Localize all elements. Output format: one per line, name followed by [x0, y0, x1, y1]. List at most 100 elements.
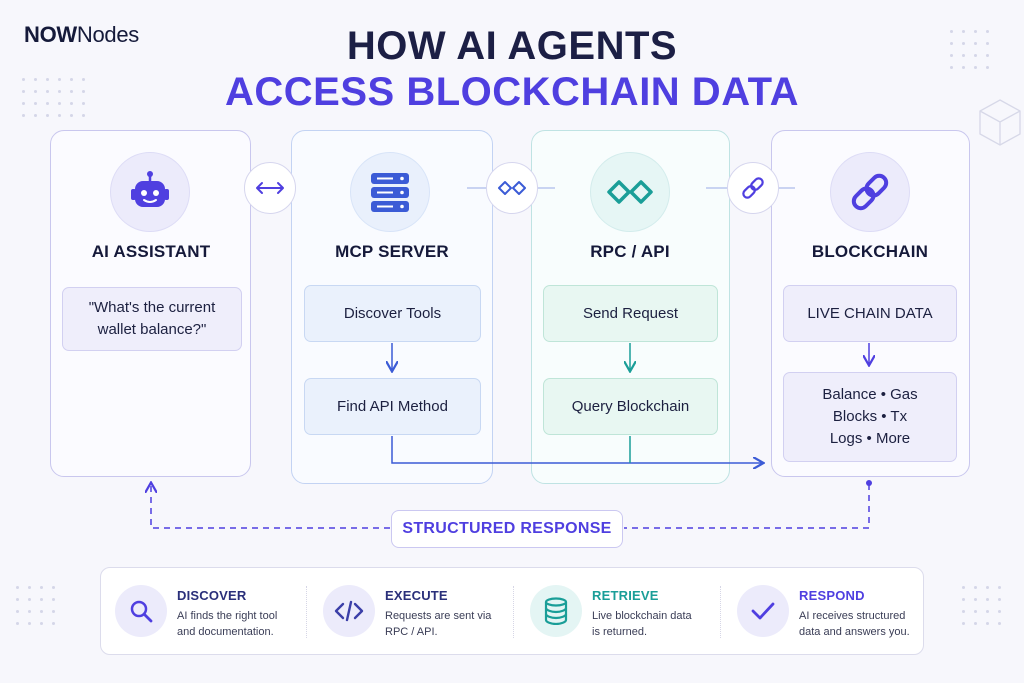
decorative-dot: [82, 78, 85, 81]
diamonds-icon: [590, 152, 670, 232]
decorative-dot: [70, 78, 73, 81]
decorative-dot: [28, 610, 31, 613]
decorative-dot: [58, 102, 61, 105]
decorative-dot: [962, 610, 965, 613]
decorative-dot: [70, 114, 73, 117]
decorative-dot: [974, 610, 977, 613]
column-title-blockchain: BLOCKCHAIN: [811, 242, 929, 261]
column-title-rpc-api: RPC / API: [590, 242, 670, 261]
magnifier-icon: [115, 585, 167, 637]
chain-link-icon: [830, 152, 910, 232]
decorative-dot: [986, 54, 989, 57]
connector-chain-link-icon: [727, 162, 779, 214]
decorative-dot: [962, 598, 965, 601]
decorative-dot: [974, 622, 977, 625]
decorative-dot: [962, 586, 965, 589]
find-api-method-text: Find API Method: [337, 397, 448, 415]
decorative-dot: [998, 586, 1001, 589]
page-title-line1: HOW AI AGENTS: [346, 24, 678, 68]
query-blockchain-box: Query Blockchain: [543, 378, 718, 435]
decorative-dot: [986, 66, 989, 69]
decorative-dot: [962, 622, 965, 625]
step-discover-title: DISCOVER: [177, 588, 247, 603]
decorative-dot: [58, 78, 61, 81]
decorative-dot: [22, 78, 25, 81]
chain-data-line-3: Logs • More: [829, 430, 911, 447]
step-respond-desc: AI receives structured data and answers y…: [799, 608, 939, 640]
database-icon: [530, 585, 582, 637]
decorative-dot: [974, 54, 977, 57]
decorative-dot: [962, 30, 965, 33]
decorative-dot: [52, 610, 55, 613]
query-blockchain-text: Query Blockchain: [571, 397, 690, 415]
decorative-dots-bottom-left: [16, 586, 55, 625]
step-divider: [306, 586, 307, 638]
decorative-dot: [998, 610, 1001, 613]
step-divider: [513, 586, 514, 638]
checkmark-icon: [737, 585, 789, 637]
decorative-dot: [70, 102, 73, 105]
step-execute-desc-2: RPC / API.: [385, 626, 438, 638]
decorative-dot: [34, 102, 37, 105]
decorative-dot: [950, 66, 953, 69]
page-title-line2: ACCESS BLOCKCHAIN DATA: [225, 70, 799, 114]
decorative-dot: [22, 102, 25, 105]
decorative-dot: [950, 30, 953, 33]
column-title-ai-assistant: AI ASSISTANT: [91, 242, 211, 261]
discover-tools-text: Discover Tools: [343, 304, 442, 322]
decorative-dot: [28, 586, 31, 589]
decorative-dot: [82, 114, 85, 117]
connector-diamonds-icon: [486, 162, 538, 214]
decorative-dot: [974, 66, 977, 69]
decorative-dot: [28, 598, 31, 601]
decorative-dot: [998, 598, 1001, 601]
decorative-dot: [962, 42, 965, 45]
decorative-dot: [986, 586, 989, 589]
chain-data-types-box: Balance • Gas Blocks • Tx Logs • More: [783, 372, 957, 462]
decorative-dot: [34, 90, 37, 93]
decorative-dot: [974, 30, 977, 33]
user-question-box: "What's the current wallet balance?": [62, 287, 242, 351]
user-question-text: "What's the current wallet balance?": [88, 299, 216, 338]
step-discover-desc-1: AI finds the right tool: [177, 610, 278, 622]
step-divider: [720, 586, 721, 638]
server-icon: [350, 152, 430, 232]
decorative-dots-bottom-right: [962, 586, 1001, 625]
decorative-dot: [40, 598, 43, 601]
decorative-dot: [58, 114, 61, 117]
decorative-dot: [46, 78, 49, 81]
decorative-dot: [16, 598, 19, 601]
decorative-dot: [962, 54, 965, 57]
decorative-dot: [986, 598, 989, 601]
decorative-dot: [986, 42, 989, 45]
decorative-dot: [52, 598, 55, 601]
decorative-dots-left: [22, 78, 85, 117]
step-respond-title: RESPOND: [799, 588, 865, 603]
decorative-dot: [40, 622, 43, 625]
column-title-mcp-server: MCP SERVER: [335, 242, 449, 261]
decorative-cube-icon: [979, 99, 1021, 146]
robot-icon: [110, 152, 190, 232]
send-request-box: Send Request: [543, 285, 718, 342]
code-icon: [323, 585, 375, 637]
step-retrieve-title: RETRIEVE: [592, 588, 659, 603]
decorative-dot: [16, 610, 19, 613]
send-request-text: Send Request: [582, 304, 679, 322]
decorative-dot: [40, 610, 43, 613]
decorative-dot: [82, 102, 85, 105]
two-way-arrow-icon: [244, 162, 296, 214]
step-respond-desc-1: AI receives structured: [799, 610, 906, 622]
decorative-dot: [46, 114, 49, 117]
decorative-dots-right: [950, 30, 989, 69]
step-respond: RESPOND AI receives structured data and a…: [723, 568, 923, 656]
decorative-dot: [962, 66, 965, 69]
brand-logo-bold: NOW: [24, 22, 77, 47]
decorative-dot: [16, 586, 19, 589]
decorative-dot: [974, 42, 977, 45]
step-respond-desc-2: data and answers you.: [799, 626, 910, 638]
